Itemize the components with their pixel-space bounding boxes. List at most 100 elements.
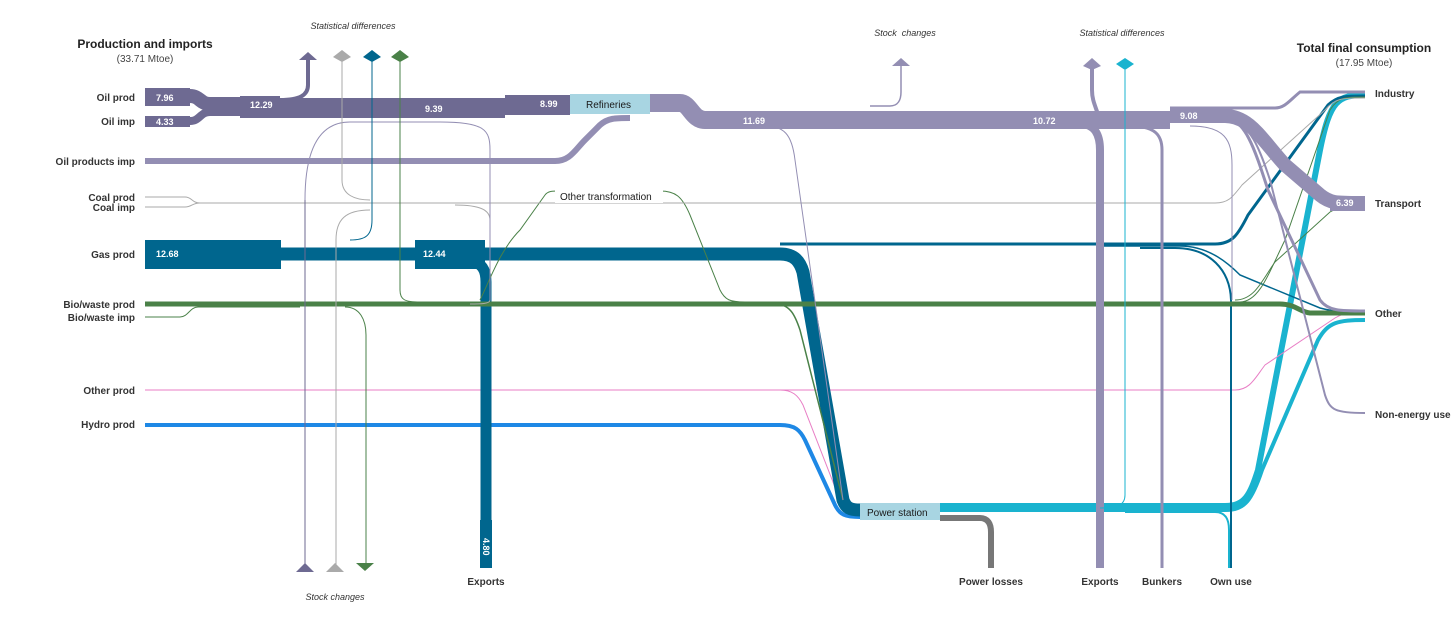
value-refinery-in: 8.99 — [540, 99, 558, 109]
stat-diff-gas-arrow-down — [363, 57, 381, 62]
flow-other-prod — [145, 311, 1366, 391]
stat-diff-elec-arrow-down — [1116, 64, 1134, 70]
stat-diff-oil2-arrow-down — [1083, 66, 1101, 70]
flow-gas-main — [145, 247, 861, 517]
stat-diff-bio-arrow-down — [391, 57, 409, 62]
flow-coal-stock-change — [335, 60, 371, 565]
source-oil-imp: Oil imp — [101, 117, 135, 128]
flow-hydro-to-power — [145, 423, 861, 519]
flow-refinery-out — [650, 94, 1170, 129]
total-final-consumption-title: Total final consumption — [1297, 41, 1431, 55]
flow-elec-stat-diff — [1099, 70, 1126, 509]
source-labels: Oil prod Oil imp Oil products imp Coal p… — [56, 93, 135, 431]
annotation-stat-diff-left: Statistical differences — [310, 21, 396, 31]
bottom-exports-gas: Exports — [467, 577, 505, 588]
value-oil-right: 10.72 — [1033, 116, 1056, 126]
stock-change-bio-arrow — [356, 563, 374, 571]
value-oil-out: 11.69 — [743, 116, 765, 126]
flow-bio-stock-change — [344, 306, 367, 565]
power-station-label: Power station — [867, 508, 928, 519]
value-gas-exports: 4.80 — [481, 538, 491, 556]
source-gas-prod: Gas prod — [91, 250, 135, 261]
stat-diff-coal-arrow-down — [333, 57, 351, 62]
stock-change-top-arrow — [892, 58, 910, 66]
flow-bio-stat-diff — [399, 60, 421, 303]
sink-transport: Transport — [1375, 199, 1422, 210]
flow-gas-own-use — [1140, 247, 1232, 568]
oil-imp-node — [145, 116, 190, 127]
gas-mid-node — [415, 240, 485, 269]
flow-links — [145, 60, 1366, 568]
flow-bio-to-other-transformation — [479, 190, 561, 301]
annotation-stock-changes-top: Stock changes — [874, 28, 936, 38]
flow-gas-exports — [415, 256, 492, 568]
refineries-label: Refineries — [586, 100, 631, 111]
value-gas-mid: 12.44 — [423, 249, 446, 259]
value-oil-mid: 9.39 — [425, 104, 443, 114]
refineries-box[interactable] — [570, 94, 650, 114]
annotations: Statistical differences Stock changes St… — [310, 21, 1165, 38]
production-imports-subtitle: (33.71 Mtoe) — [117, 54, 174, 65]
sink-industry: Industry — [1375, 89, 1415, 100]
nodes — [145, 88, 1365, 568]
flow-oil-stat-diff — [279, 60, 310, 102]
stat-diff-coal-arrow — [333, 50, 351, 57]
flow-bio-main — [145, 301, 1365, 316]
source-oil-products-imp: Oil products imp — [56, 157, 135, 168]
source-coal-imp: Coal imp — [93, 203, 135, 214]
power-station-box[interactable] — [860, 503, 940, 520]
bottom-stock-changes: Stock changes — [305, 592, 365, 602]
transport-node — [1330, 196, 1365, 211]
source-bio-imp: Bio/waste imp — [68, 313, 135, 324]
value-labels: 7.96 4.33 12.29 9.39 8.99 11.69 10.72 9.… — [156, 93, 1354, 556]
flow-oil-bunkers — [1129, 124, 1164, 568]
bottom-exports-oil: Exports — [1081, 577, 1119, 588]
total-final-consumption-subtitle: (17.95 Mtoe) — [1336, 58, 1393, 69]
flow-oil-to-industry — [1170, 90, 1365, 110]
source-oil-prod: Oil prod — [97, 93, 135, 104]
other-transformation-box[interactable] — [555, 187, 663, 203]
stock-change-coal-arrow — [326, 563, 344, 572]
stock-change-oil-arrow — [296, 563, 314, 572]
flow-oil-stock-change-left — [304, 121, 440, 201]
other-transformation-label: Other transformation — [560, 192, 652, 203]
flow-bio-to-power — [774, 303, 844, 501]
bottom-bunkers: Bunkers — [1142, 577, 1182, 588]
flow-coal-imp — [145, 202, 201, 208]
source-coal-prod: Coal prod — [88, 193, 135, 204]
flow-oil-exports-right — [1079, 120, 1104, 568]
flow-power-to-other — [940, 318, 1366, 512]
source-hydro-prod: Hydro prod — [81, 420, 135, 431]
stat-diff-oil-arrow — [299, 52, 317, 60]
value-oil-prod: 7.96 — [156, 93, 174, 103]
value-gas-prod: 12.68 — [156, 249, 179, 259]
production-imports-title: Production and imports — [77, 37, 213, 51]
flow-oil-stat-diff-2 — [1090, 66, 1102, 121]
flow-other-transformation-out — [659, 190, 746, 303]
flow-oil-stock-change — [870, 66, 902, 107]
sink-other: Other — [1375, 309, 1402, 320]
bottom-labels: Exports Power losses Exports Bunkers Own… — [305, 577, 1252, 602]
flow-coal-prod — [145, 97, 1366, 204]
gas-exports-bar — [480, 520, 492, 568]
value-oil-tfc: 9.08 — [1180, 111, 1198, 121]
stat-diff-gas-arrow — [363, 50, 381, 57]
oil-merge-node — [240, 96, 280, 118]
refinery-in-node — [505, 95, 570, 115]
sink-labels: Industry Transport Other Non-energy use — [1375, 89, 1451, 421]
flow-gas-stat-diff — [349, 60, 373, 241]
flow-oil-to-other — [1224, 116, 1366, 313]
flow-bio-imp — [145, 306, 300, 318]
annotation-stat-diff-right: Statistical differences — [1079, 28, 1165, 38]
stat-diff-elec-arrow — [1116, 58, 1134, 64]
flow-oil-own-use — [1189, 125, 1233, 300]
flow-oil-to-non-energy — [1229, 121, 1366, 414]
bottom-own-use: Own use — [1210, 577, 1252, 588]
value-transport: 6.39 — [1336, 198, 1354, 208]
gas-prod-node — [145, 240, 281, 269]
source-bio-prod: Bio/waste prod — [63, 300, 135, 311]
source-other-prod: Other prod — [83, 386, 135, 397]
flow-power-to-own-use — [1125, 511, 1230, 568]
flow-gas-to-industry — [780, 94, 1366, 246]
